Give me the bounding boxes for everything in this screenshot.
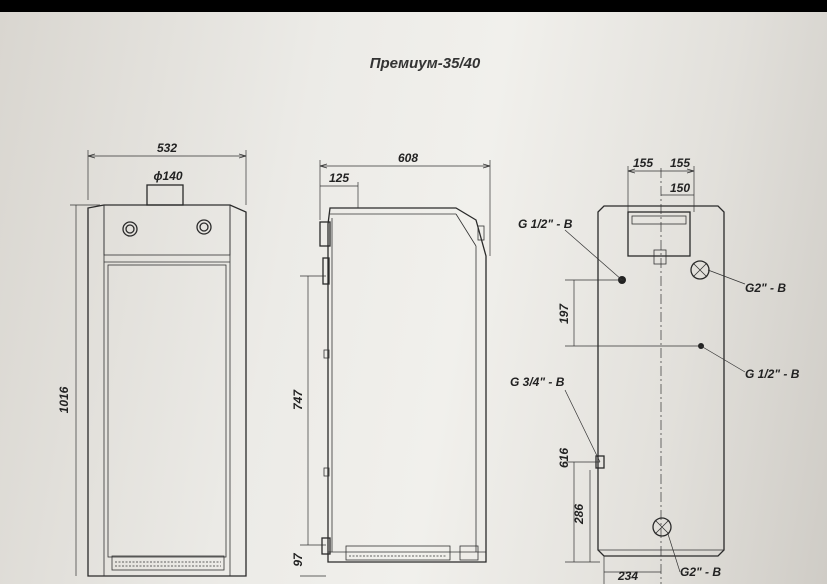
side-vent-grille <box>345 545 451 561</box>
drain-label: G 3/4" - B <box>510 375 565 389</box>
supply-label: G2" - B <box>745 281 786 295</box>
front-vent-grille <box>111 555 225 571</box>
side-view: 608 125 747 97 <box>291 151 491 577</box>
return-label: G2" - B <box>680 565 721 579</box>
drawing-title: Премиум-35/40 <box>370 55 481 72</box>
flue-diameter-label: ϕ140 <box>153 169 182 183</box>
side-flue-stub <box>319 221 331 247</box>
side-height-label: 747 <box>291 389 305 410</box>
dim-234-label: 234 <box>617 569 638 583</box>
left-knob-icon <box>122 221 138 237</box>
dim-197-label: 197 <box>557 303 571 324</box>
flue-pipe <box>146 184 184 206</box>
right-offset-label: 155 <box>670 156 690 170</box>
front-view: 532 ϕ140 1016 <box>57 141 247 577</box>
width-label: 532 <box>157 141 177 155</box>
rear-view: G 1/2" - B G2" - B G 1/2" - B G 3/4" - B… <box>510 156 800 584</box>
drawing-sheet <box>0 12 827 584</box>
outlet-label: G 1/2" - B <box>745 367 800 381</box>
return-connection-icon <box>652 517 672 537</box>
gas-inlet-label: G 1/2" - B <box>518 217 573 231</box>
flue-width-label: 150 <box>670 181 690 195</box>
bottom-height-label: 97 <box>291 552 305 567</box>
left-offset-label: 155 <box>633 156 653 170</box>
supply-connection-icon <box>690 260 710 280</box>
dim-616-label: 616 <box>557 448 571 468</box>
rear-flue-outlet <box>627 211 691 257</box>
height-label: 1016 <box>57 386 71 413</box>
depth-label: 608 <box>398 151 418 165</box>
dim-286-label: 286 <box>572 504 586 525</box>
flue-offset-label: 125 <box>329 171 349 185</box>
right-knob-icon <box>196 219 212 235</box>
